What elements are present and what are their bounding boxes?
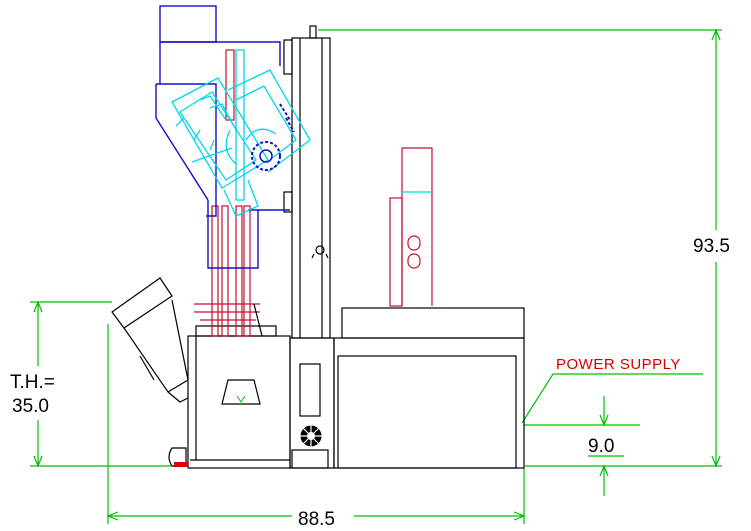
tilted-chute xyxy=(111,277,189,403)
display-window xyxy=(299,363,321,417)
head-housing xyxy=(155,5,290,269)
overall-height-label: 93.5 xyxy=(693,236,730,257)
supply-offset-label: 9.0 xyxy=(588,436,614,457)
drawer-box xyxy=(187,335,291,469)
cabinet-top xyxy=(341,307,525,339)
drawer-handle-icon xyxy=(221,379,261,405)
table-height-value: 35.0 xyxy=(12,396,49,417)
overall-width-label: 88.5 xyxy=(298,509,335,530)
column-knob xyxy=(315,245,325,255)
main-column xyxy=(291,37,331,339)
power-supply-callout: POWER SUPPLY xyxy=(556,356,681,373)
control-panel xyxy=(289,337,335,469)
cabinet-base xyxy=(333,337,525,469)
power-supply-tower xyxy=(389,147,433,307)
machine-frame xyxy=(111,25,525,469)
head-mechanism xyxy=(171,49,311,217)
dimension-lines xyxy=(30,28,722,524)
table-height-label: T.H.= xyxy=(10,372,55,393)
gear-dial-icon xyxy=(298,423,324,449)
